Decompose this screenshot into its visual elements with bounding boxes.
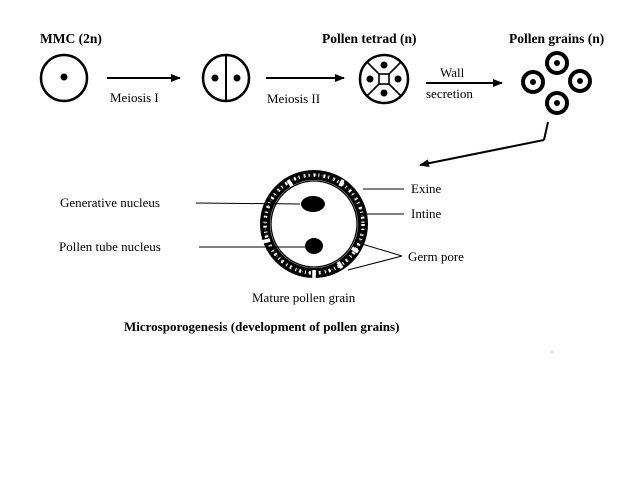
meiosis-1-label: Meiosis I [110, 90, 159, 105]
scan-speck [551, 351, 553, 353]
exine-label: Exine [411, 181, 442, 196]
exine-texture [263, 173, 365, 275]
mmc-cell [39, 53, 89, 103]
pollen-grain-left [521, 70, 545, 94]
pollen-grain-top [545, 51, 569, 75]
generative-nucleus-leader [195, 202, 301, 205]
intine-label: Intine [411, 206, 442, 221]
pollen-grains-label: Pollen grains (n) [509, 31, 604, 46]
germ-pore-leader-2 [347, 255, 403, 271]
figure-caption: Microsporogenesis (development of pollen… [124, 319, 399, 334]
dyad-cell [201, 53, 251, 103]
pollen-tube-nucleus-label: Pollen tube nucleus [59, 239, 161, 254]
tetrad-label: Pollen tetrad (n) [322, 31, 416, 46]
intine-wall [270, 180, 358, 268]
pollen-grain-bottom [545, 91, 569, 115]
germ-pores [261, 179, 359, 279]
germ-pore-label: Germ pore [408, 249, 464, 264]
pollen-grains-cluster [521, 51, 592, 115]
maturation-arrow [419, 121, 549, 168]
wall-label-line2: secretion [426, 86, 473, 101]
mature-pollen-grain-label: Mature pollen grain [252, 290, 356, 305]
meiosis-2-label: Meiosis II [267, 91, 320, 106]
mature-pollen-grain [260, 170, 368, 279]
germ-pore-leader-1 [361, 243, 403, 257]
generative-nucleus [301, 196, 325, 212]
pollen-tube-nucleus [305, 238, 323, 254]
mmc-label: MMC (2n) [40, 31, 102, 46]
pollen-grain-right [568, 69, 592, 93]
generative-nucleus-label: Generative nucleus [60, 195, 160, 210]
tetrad-cell [358, 53, 410, 105]
wall-label-line1: Wall [440, 65, 465, 80]
